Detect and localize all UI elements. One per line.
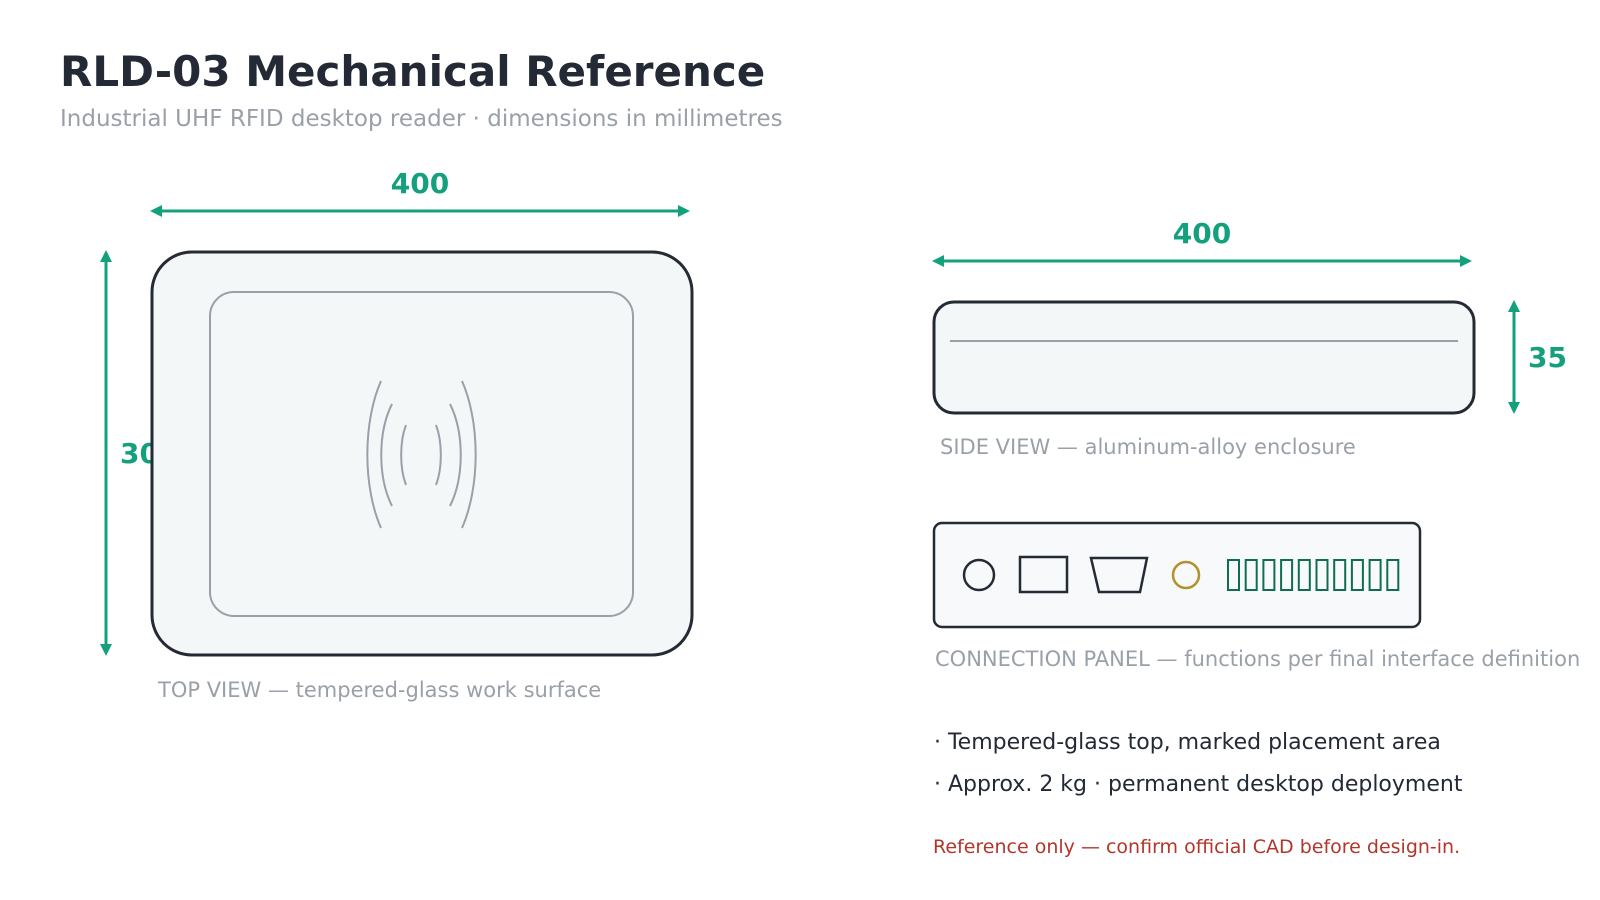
side-height-dimension-line — [1508, 300, 1520, 414]
terminal-pin — [1244, 559, 1258, 591]
trapezoid-port-icon — [1089, 556, 1149, 594]
reader-top-body — [150, 250, 694, 657]
terminal-pin — [1350, 559, 1364, 591]
terminal-pin — [1386, 559, 1400, 591]
status-led-icon — [1171, 560, 1201, 590]
page-subtitle: Industrial UHF RFID desktop reader · dim… — [60, 106, 783, 132]
connection-panel-caption: CONNECTION PANEL — functions per final i… — [935, 647, 1580, 671]
terminal-pin — [1280, 559, 1294, 591]
rfid-signal-icon — [366, 380, 477, 529]
side-width-label: 400 — [1173, 217, 1231, 250]
reference-warning: Reference only — confirm official CAD be… — [933, 836, 1460, 858]
note-glass-top: · Tempered-glass top, marked placement a… — [934, 730, 1441, 755]
top-view: 400 300 TOP VIEW — tempered-glass work s… — [100, 167, 694, 702]
round-port-icon — [962, 558, 996, 592]
terminal-pin — [1368, 559, 1382, 591]
rectangular-port-icon — [1018, 555, 1069, 594]
side-width-dimension-line — [932, 255, 1472, 267]
placement-area — [209, 291, 634, 617]
terminal-pin — [1315, 559, 1329, 591]
side-view-caption: SIDE VIEW — aluminum-alloy enclosure — [940, 435, 1356, 459]
connection-panel-body — [932, 521, 1422, 629]
terminal-pin — [1262, 559, 1276, 591]
terminal-pin — [1333, 559, 1347, 591]
page-title: RLD-03 Mechanical Reference — [60, 47, 765, 96]
top-width-dimension-line — [150, 205, 690, 217]
terminal-pin — [1297, 559, 1311, 591]
terminal-pin — [1227, 559, 1240, 591]
terminal-block-icon — [1227, 559, 1400, 591]
top-width-label: 400 — [391, 167, 449, 200]
top-view-caption: TOP VIEW — tempered-glass work surface — [157, 678, 601, 702]
side-view: 400 35 SIDE VIEW — aluminum-alloy enclos… — [932, 217, 1567, 459]
top-depth-dimension-line — [100, 250, 112, 656]
side-height-label: 35 — [1528, 341, 1567, 374]
connection-panel: CONNECTION PANEL — functions per final i… — [932, 521, 1580, 671]
note-weight: · Approx. 2 kg · permanent desktop deplo… — [934, 772, 1463, 797]
reader-side-body — [932, 300, 1476, 415]
